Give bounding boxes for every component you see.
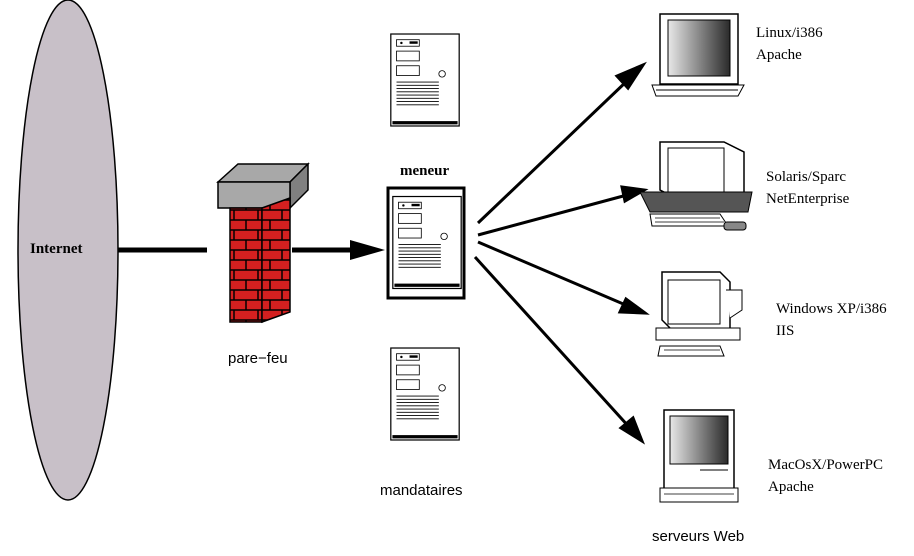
leader-server-frame — [386, 186, 466, 300]
leader-server-icon — [392, 195, 462, 290]
server-label-mac: MacOsX/PowerPC Apache — [768, 454, 883, 498]
firewall-label: pare−feu — [228, 350, 288, 367]
firewall-icon — [216, 162, 310, 324]
web-servers-label: serveurs Web — [652, 528, 745, 545]
server-label-linux: Linux/i386 Apache — [756, 22, 823, 66]
link-leader-linux — [476, 78, 630, 225]
server-label-solaris: Solaris/Sparc NetEnterprise — [766, 166, 849, 210]
proxy-server-bottom-icon — [390, 347, 460, 441]
crt-monitor-icon — [651, 13, 745, 97]
arrowhead-linux — [614, 61, 647, 91]
server-label-windows: Windows XP/i386 IIS — [776, 298, 887, 342]
arrowhead-leader — [350, 240, 385, 260]
server-os: MacOsX/PowerPC — [768, 457, 883, 473]
internet-label: Internet — [30, 241, 83, 257]
pc-desktop-icon — [655, 271, 743, 357]
link-leader-windows — [477, 240, 629, 308]
link-leader-solaris — [477, 193, 628, 237]
arrowhead-windows — [617, 296, 650, 315]
server-software: Apache — [756, 47, 802, 63]
leader-label: meneur — [400, 163, 450, 179]
server-os: Windows XP/i386 — [776, 301, 887, 317]
server-software: Apache — [768, 479, 814, 495]
mac-computer-icon — [659, 409, 739, 503]
internet-ellipse — [17, 0, 119, 501]
server-os: Solaris/Sparc — [766, 169, 846, 185]
sun-workstation-icon — [639, 141, 753, 231]
proxy-server-top-icon — [390, 33, 460, 127]
server-os: Linux/i386 — [756, 25, 823, 41]
arrowhead-mac — [618, 415, 646, 445]
arrowhead-solaris — [620, 185, 649, 204]
server-software: NetEnterprise — [766, 191, 850, 207]
link-leader-mac — [473, 255, 632, 430]
server-software: IIS — [776, 323, 795, 339]
connection-lines — [117, 61, 650, 445]
proxies-label: mandataires — [380, 482, 463, 499]
